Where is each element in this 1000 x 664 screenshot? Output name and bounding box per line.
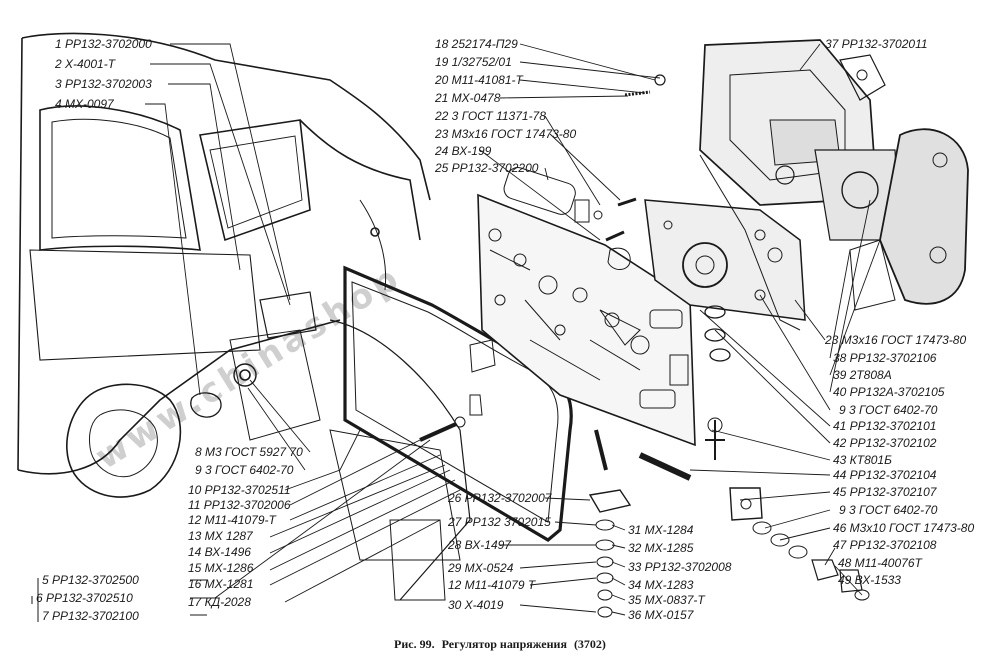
regulator-location	[259, 291, 317, 339]
label-47: 47 РР132-3702108	[833, 538, 937, 552]
label-6: 6 РР132-3702510	[36, 591, 133, 605]
label-4: 4 МХ-0097	[55, 97, 115, 111]
label-46: 46 М3х10 ГОСТ 17473-80	[833, 521, 974, 535]
side-window	[199, 119, 311, 242]
washer-9	[233, 363, 257, 387]
label-11: 11 РР132-3702006	[188, 498, 291, 512]
label-20: 20 М11-41081-Т	[434, 73, 524, 87]
label-9b: 9 3 ГОСТ 6402-70	[839, 403, 938, 417]
label-10: 10 РР132-3702511	[188, 483, 291, 497]
label-34: 34 МХ-1283	[628, 578, 694, 592]
label-38: 38 РР132-3702106	[833, 351, 937, 365]
labels-group: 5 РР132-3702500 6 РР132-3702510 7 РР132-…	[31, 573, 139, 623]
label-5: 5 РР132-3702500	[42, 573, 139, 587]
bolt-44	[638, 452, 692, 481]
label-2: 2 Х-4001-Т	[54, 57, 117, 71]
label-27: 27 РР132 3702015	[447, 515, 551, 529]
label-43: 43 КТ801Б	[833, 453, 892, 467]
plate-31	[588, 489, 632, 513]
bracket-46	[729, 487, 763, 521]
dashboard-area	[29, 249, 261, 361]
heatsink-plate	[644, 199, 806, 321]
label-14: 14 ВХ-1496	[188, 545, 251, 559]
label-23b: 23 М3х16 ГОСТ 17473-80	[824, 333, 966, 347]
label-25: 25 РР132-3702200	[434, 161, 539, 175]
labels-bottom: 26 РР132-3702007 27 РР132 3702015 28 ВХ-…	[447, 491, 732, 622]
washer-20	[654, 74, 666, 86]
label-35: 35 МХ-0837-Т	[628, 593, 706, 607]
resistor-25	[503, 167, 576, 215]
label-3: 3 РР132-3702003	[55, 77, 152, 91]
label-21: 21 МХ-0478	[434, 91, 501, 105]
label-29: 29 МХ-0524	[447, 561, 514, 575]
label-28: 28 ВХ-1497	[447, 538, 512, 552]
label-7: 7 РР132-3702100	[42, 609, 139, 623]
label-22: 22 3 ГОСТ 11371-78	[434, 109, 546, 123]
label-9a: 9 3 ГОСТ 6402-70	[195, 463, 294, 477]
label-39: 39 2Т808А	[833, 368, 892, 382]
label-24: 24 ВХ-199	[434, 144, 492, 158]
labels-top: 18 252174-П29 19 1/32752/01 20 М11-41081…	[434, 37, 576, 175]
label-44: 44 РР132-3702104	[833, 468, 937, 482]
label-19: 19 1/32752/01	[435, 55, 512, 69]
transistor-43	[705, 420, 725, 460]
cab-front-edge	[17, 37, 23, 471]
label-36: 36 МХ-0157	[628, 608, 695, 622]
label-13: 13 МХ 1287	[188, 529, 254, 543]
label-17: 17 КД-2028	[188, 595, 251, 609]
figure-caption: Рис. 99. Регулятор напряжения (3702)	[0, 637, 1000, 652]
label-45: 45 РР132-3702107	[833, 485, 938, 499]
cab-roof	[21, 32, 431, 201]
labels-left: 1 РР132-3702000 2 Х-4001-Т 3 РР132-37020…	[54, 37, 303, 609]
label-30: 30 Х-4019	[448, 598, 504, 612]
label-9c: 9 3 ГОСТ 6402-70	[839, 503, 938, 517]
bolt-8	[190, 392, 222, 418]
cab-lower-edge	[17, 319, 341, 475]
screw-11	[419, 422, 457, 442]
label-12a: 12 М11-41079-Т	[188, 513, 277, 527]
label-40: 40 РР132А-3702105	[833, 385, 945, 399]
label-33: 33 РР132-3702008	[628, 560, 732, 574]
label-12b: 12 М11-41079 Т	[448, 578, 537, 592]
regulator-housing	[699, 39, 969, 331]
windshield	[39, 105, 201, 251]
circuit-board	[477, 167, 806, 447]
truck-cab	[17, 32, 471, 601]
label-32: 32 МХ-1285	[628, 541, 694, 555]
label-26: 26 РР132-3702007	[447, 491, 553, 505]
label-42: 42 РР132-3702102	[833, 436, 937, 450]
label-15: 15 МХ-1286	[188, 561, 254, 575]
label-23a: 23 М3х16 ГОСТ 17473-80	[434, 127, 576, 141]
label-31: 31 МХ-1284	[628, 523, 694, 537]
label-37: 37 РР132-3702011	[825, 37, 928, 51]
label-16: 16 МХ-1281	[188, 577, 253, 591]
label-8: 8 М3 ГОСТ 5927 70	[195, 445, 303, 459]
label-18: 18 252174-П29	[435, 37, 518, 51]
screw-23	[617, 197, 637, 207]
label-1: 1 РР132-3702000	[55, 37, 152, 51]
labels-right: 37 РР132-3702011 23 М3х16 ГОСТ 17473-80 …	[824, 37, 974, 587]
spring-21	[624, 90, 651, 97]
caption-title: Регулятор напряжения	[441, 637, 567, 651]
label-41: 41 РР132-3702101	[833, 419, 936, 433]
wheel-arch	[66, 383, 182, 498]
hardware-parts	[419, 74, 870, 618]
caption-figure-number: Рис. 99.	[394, 637, 435, 651]
label-48: 48 М11-40076Т	[838, 556, 924, 570]
housing-cover	[879, 128, 969, 305]
leader-lines	[145, 43, 881, 616]
label-49: 49 ВХ-1533	[838, 573, 901, 587]
caption-code: (3702)	[573, 637, 606, 651]
